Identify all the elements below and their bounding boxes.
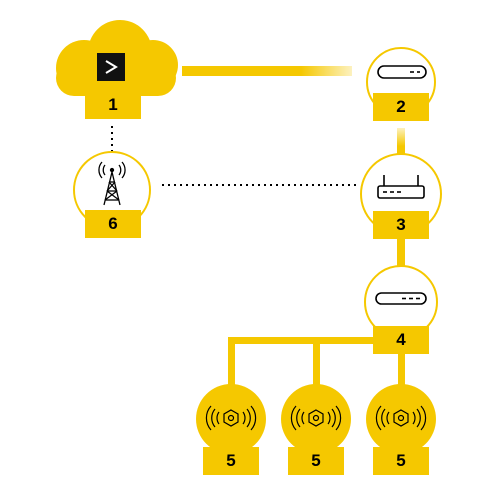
link-2-3 [397, 128, 405, 158]
router-icon [377, 175, 425, 199]
node-5b-label: 5 [288, 447, 344, 475]
node-1 [56, 20, 178, 96]
node-5a [196, 384, 266, 454]
node-5b [281, 384, 351, 454]
access-point-icon [375, 405, 427, 431]
link-4-5 [228, 337, 405, 389]
node-6-label: 6 [85, 210, 141, 238]
cell-tower-icon [98, 161, 126, 206]
access-point-icon [290, 405, 342, 431]
node-3-label: 3 [373, 211, 429, 239]
node-4-label: 4 [373, 326, 429, 354]
links [111, 66, 405, 389]
node-2-label: 2 [373, 93, 429, 121]
link-1-2 [182, 66, 352, 76]
cloud-shape [56, 20, 178, 96]
node-5a-label: 5 [203, 447, 259, 475]
link-3-4 [397, 238, 405, 270]
chevron-right-icon [97, 53, 125, 81]
node-6 [73, 151, 151, 229]
node-4 [364, 265, 438, 339]
node-5c [366, 384, 436, 454]
node-5c-label: 5 [373, 447, 429, 475]
switch-icon [375, 292, 427, 305]
modem-icon [377, 65, 427, 79]
access-point-icon [205, 405, 257, 431]
node-1-label: 1 [85, 91, 141, 119]
